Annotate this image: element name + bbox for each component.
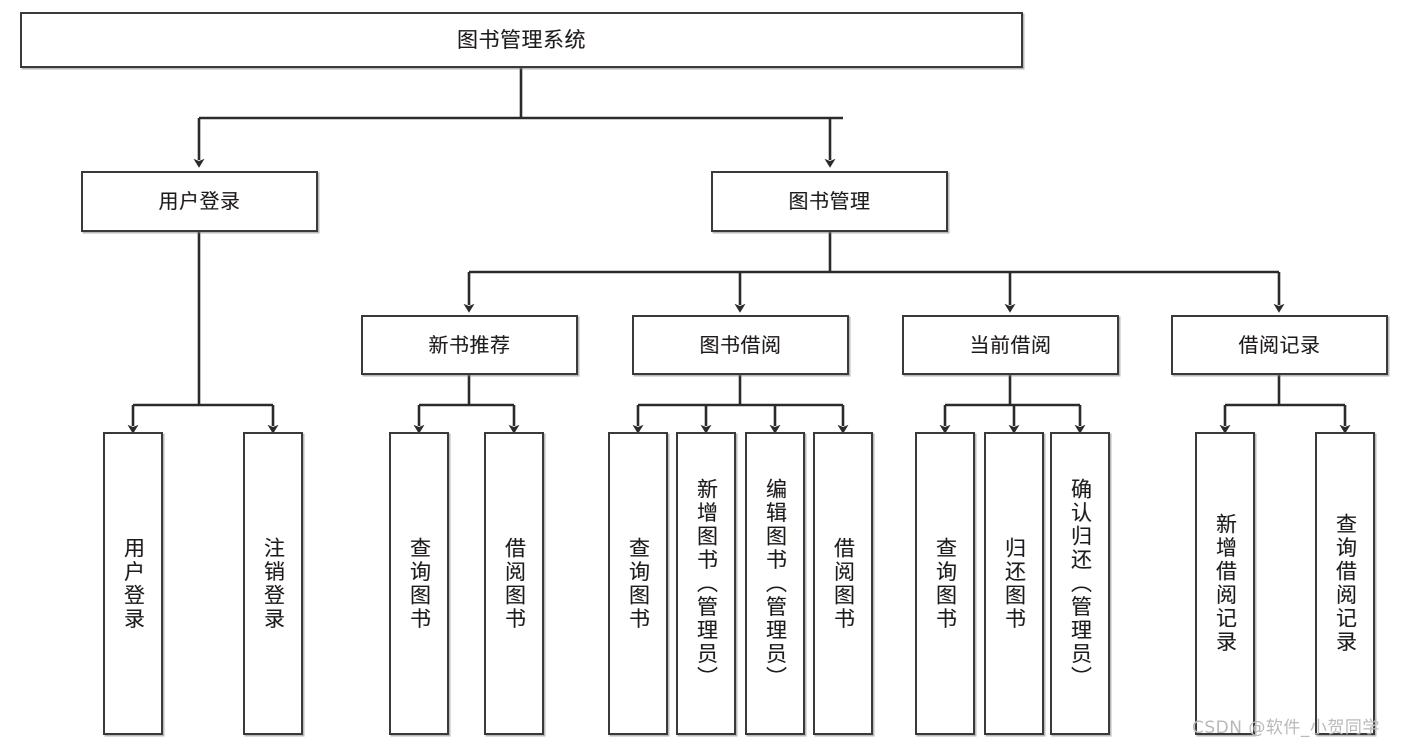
node-label: 查询图书 — [407, 536, 432, 631]
node-label: 注销登录 — [261, 536, 286, 631]
node-new-book-recommend[interactable]: 新书推荐 — [361, 315, 578, 375]
node-book-management[interactable]: 图书管理 — [711, 171, 948, 232]
node-label: 新增图书（管理员） — [694, 477, 719, 690]
node-label: 确认归还（管理员） — [1068, 477, 1093, 690]
leaf-book-borrow-add[interactable]: 新增图书（管理员） — [676, 432, 736, 735]
node-label: 借阅图书 — [831, 536, 856, 631]
leaf-borrow-record-query[interactable]: 查询借阅记录 — [1315, 432, 1375, 735]
node-label: 新增借阅记录 — [1213, 513, 1238, 654]
node-label: 图书管理 — [788, 189, 871, 213]
node-label: 归还图书 — [1002, 536, 1027, 631]
node-label: 查询图书 — [933, 536, 958, 631]
leaf-current-borrow-confirm[interactable]: 确认归还（管理员） — [1050, 432, 1110, 735]
leaf-current-borrow-query[interactable]: 查询图书 — [915, 432, 975, 735]
node-label: 查询借阅记录 — [1333, 513, 1358, 654]
node-borrow-record[interactable]: 借阅记录 — [1171, 315, 1388, 375]
leaf-current-borrow-return[interactable]: 归还图书 — [984, 432, 1044, 735]
node-user-login[interactable]: 用户登录 — [81, 171, 318, 232]
node-label: 查询图书 — [626, 536, 651, 631]
node-label: 新书推荐 — [428, 332, 511, 357]
leaf-borrow-record-add[interactable]: 新增借阅记录 — [1195, 432, 1255, 735]
node-label: 用户登录 — [121, 536, 146, 631]
leaf-book-borrow-borrow[interactable]: 借阅图书 — [813, 432, 873, 735]
node-book-borrow[interactable]: 图书借阅 — [632, 315, 849, 375]
leaf-new-book-borrow[interactable]: 借阅图书 — [484, 432, 544, 735]
leaf-new-book-query[interactable]: 查询图书 — [389, 432, 449, 735]
node-root-system[interactable]: 图书管理系统 — [20, 12, 1023, 68]
node-label: 图书管理系统 — [457, 27, 586, 52]
node-current-borrow[interactable]: 当前借阅 — [902, 315, 1119, 375]
leaf-user-login-login[interactable]: 用户登录 — [103, 432, 163, 735]
node-label: 借阅记录 — [1238, 332, 1321, 357]
leaf-book-borrow-query[interactable]: 查询图书 — [608, 432, 668, 735]
node-label: 编辑图书（管理员） — [763, 477, 788, 690]
node-label: 借阅图书 — [502, 536, 527, 631]
node-label: 用户登录 — [158, 189, 241, 213]
node-label: 图书借阅 — [699, 332, 782, 357]
leaf-book-borrow-edit[interactable]: 编辑图书（管理员） — [745, 432, 805, 735]
leaf-user-login-logout[interactable]: 注销登录 — [243, 432, 303, 735]
node-label: 当前借阅 — [969, 332, 1052, 357]
